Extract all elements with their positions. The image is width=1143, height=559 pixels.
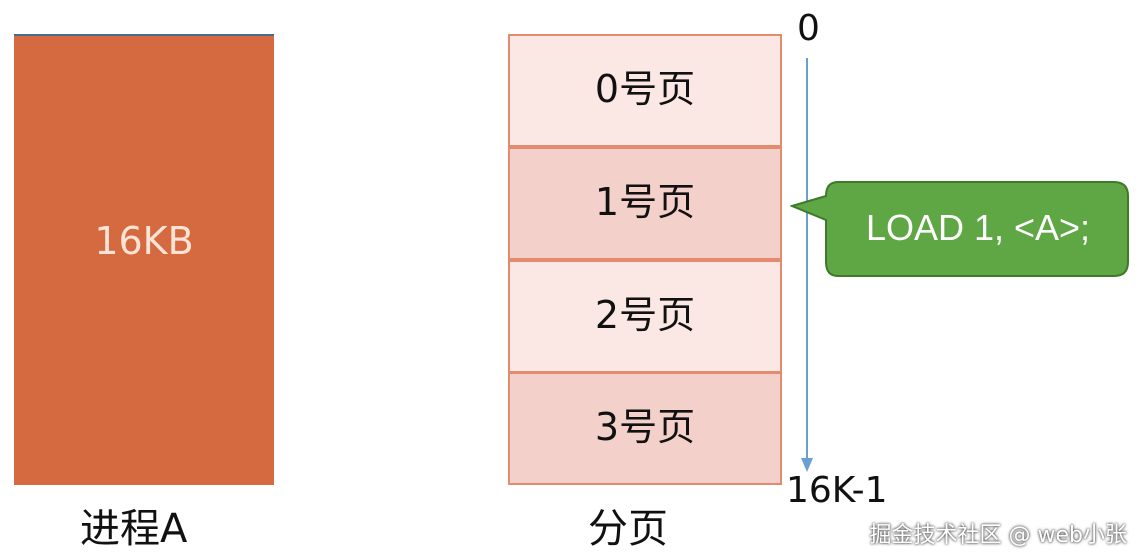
process-caption: 进程A <box>80 506 188 552</box>
page-label: 1号页 <box>594 180 696 224</box>
address-arrow-head <box>801 458 813 472</box>
process-size-label: 16KB <box>94 218 194 263</box>
paging-caption: 分页 <box>588 506 668 552</box>
page-label: 0号页 <box>594 67 696 111</box>
callout-bubble <box>790 181 1129 277</box>
instruction-text: LOAD 1, <A>; <box>865 206 1091 248</box>
address-start-label: 0 <box>797 8 820 49</box>
address-end-label: 16K-1 <box>786 470 888 511</box>
page-label: 2号页 <box>594 293 696 337</box>
process-memory-block: 16KB <box>14 34 274 485</box>
page-2: 2号页 <box>508 260 782 373</box>
page-table: 0号页 1号页 2号页 3号页 <box>508 34 782 485</box>
page-3: 3号页 <box>508 372 782 485</box>
page-0: 0号页 <box>508 34 782 147</box>
page-1: 1号页 <box>508 147 782 260</box>
instruction-callout <box>790 181 1129 277</box>
watermark: 掘金技术社区 @ web小张 <box>869 523 1127 548</box>
page-label: 3号页 <box>594 405 696 449</box>
